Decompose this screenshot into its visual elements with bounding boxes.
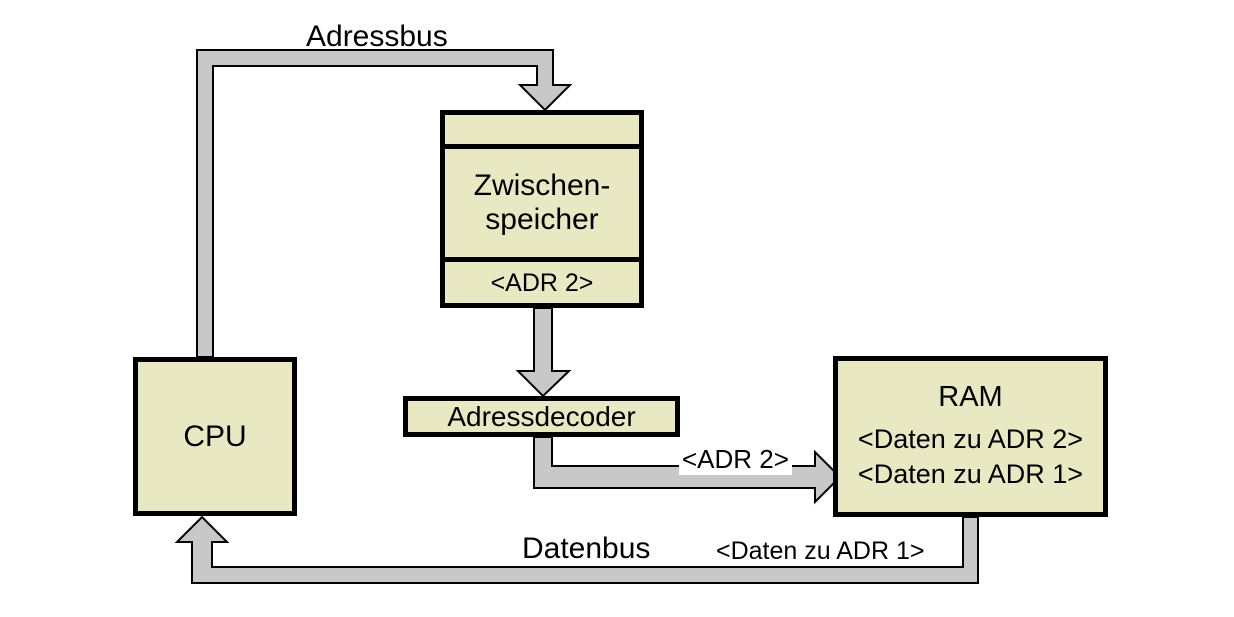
cpu-block[interactable]: CPU — [133, 357, 297, 516]
ram-block[interactable]: RAM <Daten zu ADR 2> <Daten zu ADR 1> — [833, 356, 1108, 517]
decoder-to-ram-label: <ADR 2> — [679, 444, 792, 475]
address-bus-label: Adressbus — [306, 20, 448, 53]
ram-title-label: RAM — [938, 381, 1003, 414]
buffer-top-row — [445, 115, 639, 149]
address-decoder-block[interactable]: Adressdecoder — [403, 396, 680, 437]
ram-data-line-2: <Daten zu ADR 1> — [857, 459, 1084, 489]
buffer-name-label: Zwischen- speicher — [473, 169, 611, 236]
buffer-name-row: Zwischen- speicher — [445, 149, 639, 262]
data-bus-value-label: <Daten zu ADR 1> — [712, 537, 929, 566]
buffer-block[interactable]: Zwischen- speicher <ADR 2> — [440, 110, 644, 308]
ram-data-line-1: <Daten zu ADR 2> — [857, 424, 1084, 455]
address-decoder-label: Adressdecoder — [447, 400, 636, 432]
buffer-value-label: <ADR 2> — [490, 268, 594, 297]
buffer-value-row: <ADR 2> — [445, 262, 639, 303]
cpu-label: CPU — [183, 419, 247, 453]
buffer-to-decoder-path — [515, 307, 572, 398]
data-bus-label: Datenbus — [518, 532, 655, 566]
